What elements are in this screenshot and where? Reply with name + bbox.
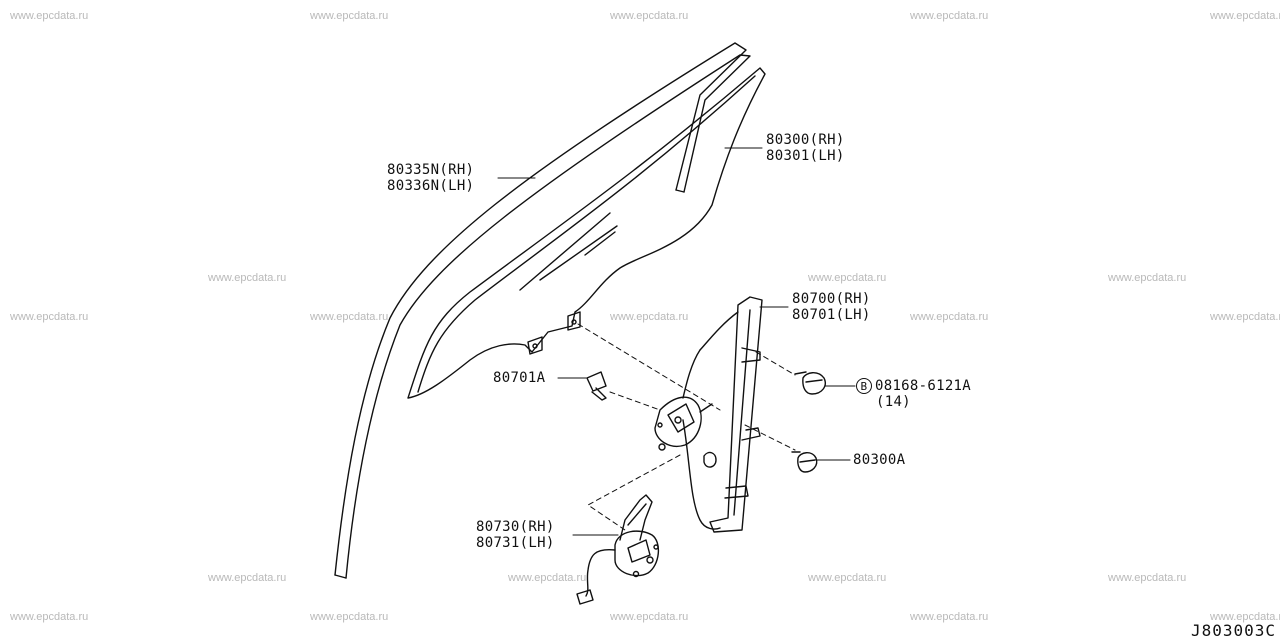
watermark: www.epcdata.ru xyxy=(610,611,689,623)
watermark: www.epcdata.ru xyxy=(1210,611,1280,623)
watermark: www.epcdata.ru xyxy=(310,611,389,623)
watermark: www.epcdata.ru xyxy=(808,572,887,584)
window-regulator xyxy=(654,296,763,533)
part-label-run-channel: 80335N(RH) 80336N(LH) xyxy=(387,162,475,194)
part-label-bolt-c: 80300A xyxy=(853,452,906,468)
watermark: www.epcdata.ru xyxy=(1108,272,1187,284)
watermark: www.epcdata.ru xyxy=(910,611,989,623)
watermark: www.epcdata.ru xyxy=(610,311,689,323)
part-label-motor: 80730(RH) 80731(LH) xyxy=(476,519,555,551)
part-label-bolt-a: 80701A xyxy=(493,370,546,386)
part-label-door-glass: 80300(RH) 80301(LH) xyxy=(766,132,845,164)
watermark: www.epcdata.ru xyxy=(1108,572,1187,584)
leader-lines xyxy=(497,147,856,536)
bolt xyxy=(794,371,826,395)
part-label-regulator: 80700(RH) 80701(LH) xyxy=(792,291,871,323)
regulator-motor xyxy=(576,494,659,605)
watermark: www.epcdata.ru xyxy=(910,10,989,22)
b-circle-icon: B xyxy=(856,378,872,394)
watermark: www.epcdata.ru xyxy=(208,272,287,284)
bolt xyxy=(586,371,607,401)
watermark: www.epcdata.ru xyxy=(910,311,989,323)
watermark: www.epcdata.ru xyxy=(508,572,587,584)
watermark: www.epcdata.ru xyxy=(1210,10,1280,22)
watermark: www.epcdata.ru xyxy=(808,272,887,284)
glass-bracket xyxy=(527,311,581,355)
watermark: www.epcdata.ru xyxy=(10,311,89,323)
watermark: www.epcdata.ru xyxy=(208,572,287,584)
assembly-lines xyxy=(577,323,796,531)
watermark: www.epcdata.ru xyxy=(610,10,689,22)
watermark: www.epcdata.ru xyxy=(310,311,389,323)
glass-run-channel xyxy=(334,42,751,579)
bolt xyxy=(791,451,818,473)
door-glass xyxy=(407,67,766,399)
watermark: www.epcdata.ru xyxy=(1210,311,1280,323)
watermark: www.epcdata.ru xyxy=(310,10,389,22)
watermark: www.epcdata.ru xyxy=(10,10,89,22)
diagram-code: J803003C xyxy=(1190,621,1276,640)
watermark: www.epcdata.ru xyxy=(10,611,89,623)
